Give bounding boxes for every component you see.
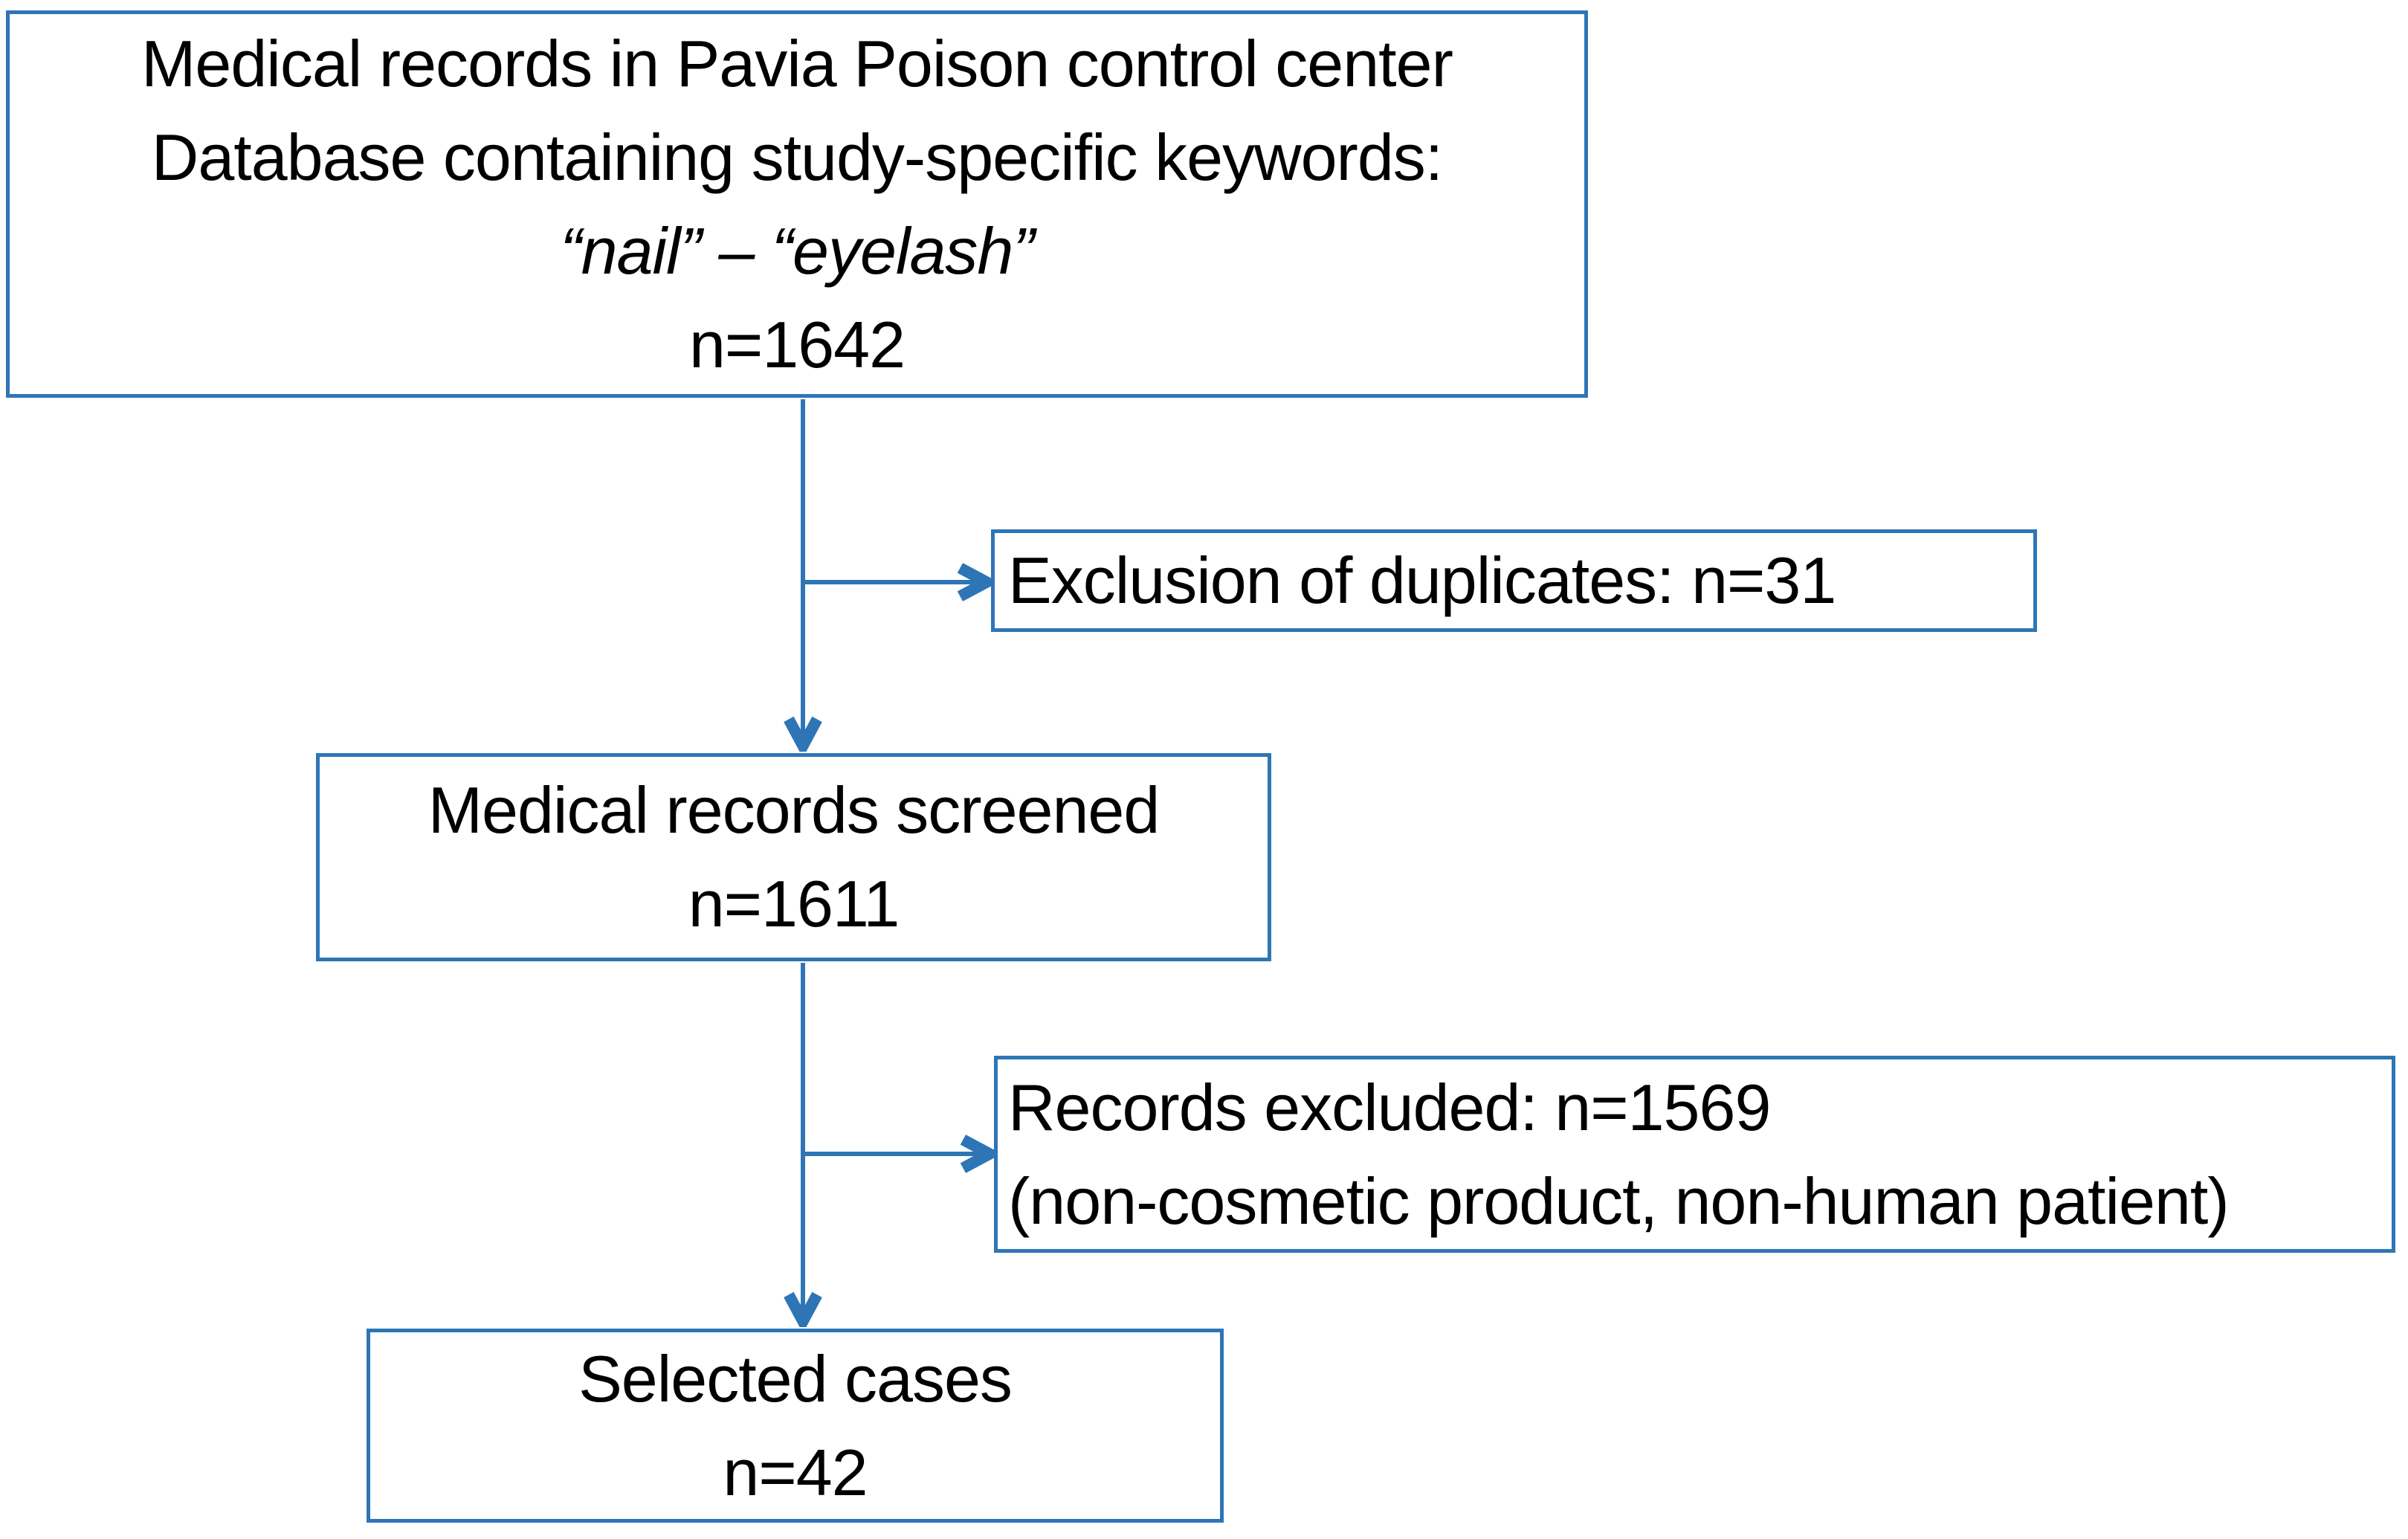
source-records-line1: Medical records in Pavia Poison control … [141,26,1453,100]
selected-cases-count: n=42 [723,1435,868,1509]
source-count: n=1642 [688,307,906,381]
records-excluded-box: Records excluded: n=1569 (non-cosmetic p… [994,1056,2395,1253]
records-screened-count: n=1611 [688,867,900,940]
source-records-box: Medical records in Pavia Poison control … [6,10,1588,398]
records-excluded-detail: (non-cosmetic product, non-human patient… [1008,1164,2230,1238]
records-excluded-label: Records excluded: n=1569 [1008,1070,1771,1144]
records-screened-label: Medical records screened [427,773,1161,847]
records-screened-box: Medical records screened n=1611 [316,753,1271,961]
selected-cases-box: Selected cases n=42 [367,1329,1224,1523]
selected-cases-label: Selected cases [578,1341,1013,1416]
duplicates-exclusion-label: Exclusion of duplicates: n=31 [1008,543,1836,617]
duplicates-exclusion-box: Exclusion of duplicates: n=31 [991,529,2037,632]
source-keywords-line: “nail” – “eyelash” [560,213,1034,288]
source-records-line2: Database containing study-specific keywo… [151,120,1443,194]
